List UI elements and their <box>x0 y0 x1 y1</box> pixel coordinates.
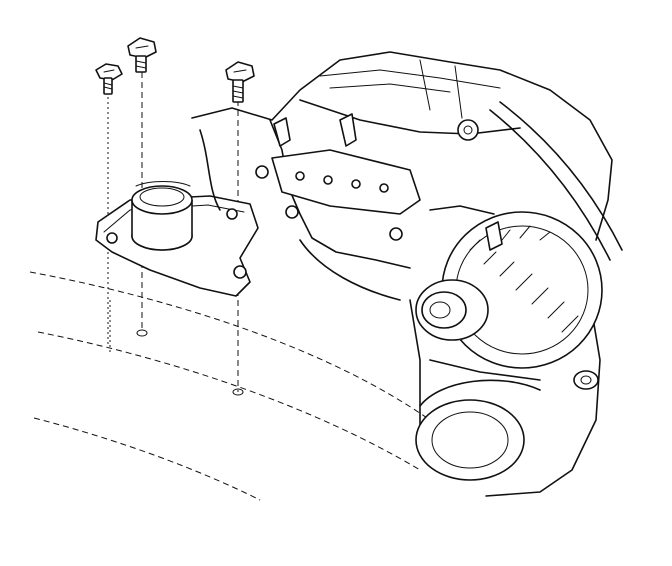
engine-block <box>191 51 623 497</box>
frame-bolt-holes <box>136 329 244 396</box>
alternator <box>415 205 603 369</box>
bolt-center-icon <box>127 37 157 73</box>
bolt-right-icon <box>225 61 255 103</box>
engine-mount-bracket <box>95 181 259 297</box>
bolt-left-icon <box>95 63 123 95</box>
frame-rail-outline <box>29 271 431 501</box>
accessory-pulley <box>415 359 599 481</box>
